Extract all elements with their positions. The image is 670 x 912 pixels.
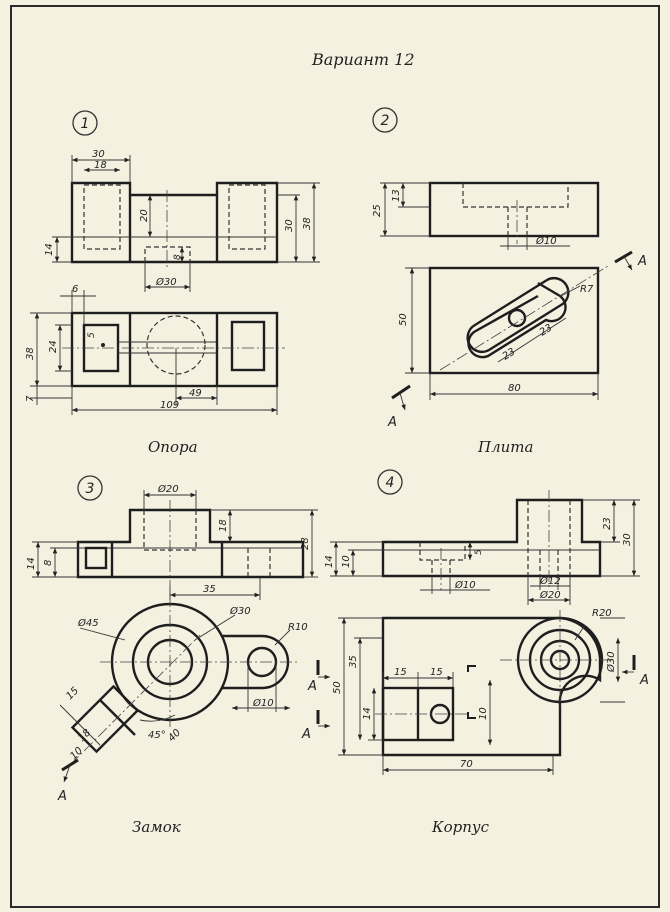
svg-text:23: 23 [602,517,613,530]
variant-2-front-view [428,181,600,244]
svg-text:109: 109 [160,400,179,411]
variant-1-front-view [70,181,279,270]
svg-text:Ø10: Ø10 [535,235,557,247]
variant-3-section-marks: A [57,758,79,804]
svg-text:30: 30 [92,149,105,160]
svg-text:A: A [387,415,397,430]
svg-text:18: 18 [76,727,93,744]
svg-text:14: 14 [44,243,55,256]
variant-1-front-dims: 30 18 20 8 30 38 14 Ø30 [44,149,320,292]
svg-text:5: 5 [87,332,97,338]
svg-text:20: 20 [139,209,150,222]
svg-text:38: 38 [25,347,36,360]
svg-text:Ø30: Ø30 [605,651,617,673]
caption-variant-1: Опора [148,438,198,456]
variant-4-section-marks: A A A [301,655,649,742]
svg-text:5: 5 [474,549,484,555]
svg-text:R7: R7 [580,284,594,295]
variant-2-section-marks: A A [387,250,647,430]
svg-text:Ø10: Ø10 [454,579,476,591]
svg-text:Ø30: Ø30 [229,605,251,617]
sheet-title: Вариант 12 [312,50,415,69]
svg-text:R20: R20 [592,608,612,619]
svg-text:8: 8 [173,254,183,260]
svg-text:4: 4 [386,475,395,491]
svg-text:R10: R10 [288,622,308,633]
variant-4-front-dims: 23 30 14 10 5 Ø10 Ø12 Ø20 [324,499,640,605]
svg-text:14: 14 [324,555,335,568]
svg-text:15: 15 [430,667,443,678]
variant-number-1: 1 [72,110,98,136]
caption-variant-2: Плита [478,438,534,456]
caption-variant-4: Корпус [432,818,490,836]
svg-text:13: 13 [391,189,402,202]
svg-text:A: A [301,727,311,742]
svg-text:50: 50 [398,313,409,326]
svg-text:Ø12: Ø12 [539,575,561,587]
svg-text:Ø20: Ø20 [157,483,179,495]
svg-text:2: 2 [381,113,390,129]
svg-text:50: 50 [332,681,343,694]
caption-variant-3: Замок [132,818,181,836]
sheet-frame [10,5,660,908]
variant-1-top-dims: 6 24 5 38 7 49 109 [25,284,278,415]
svg-text:49: 49 [189,388,202,399]
svg-text:35: 35 [348,655,359,668]
svg-text:14: 14 [362,707,373,720]
svg-text:1: 1 [81,116,90,132]
svg-text:6: 6 [72,284,78,295]
svg-text:25: 25 [372,204,383,217]
svg-text:10: 10 [341,555,352,568]
svg-text:35: 35 [203,584,216,595]
svg-text:A: A [639,673,649,688]
svg-text:30: 30 [622,533,633,546]
variant-3-top-view [69,595,300,766]
variant-4-top-dims: R20 50 35 14 15 15 10 Ø30 [332,608,625,775]
svg-text:7: 7 [25,395,36,402]
svg-text:Ø10: Ø10 [252,697,274,709]
svg-text:A: A [637,254,647,269]
svg-text:15: 15 [394,667,407,678]
svg-text:14: 14 [26,557,37,570]
variant-3-front-dims: Ø20 18 28 14 8 35 [26,483,318,600]
variant-number-2: 2 [372,107,398,133]
svg-text:15: 15 [64,685,81,702]
variant-2-top-view [428,265,609,375]
svg-text:A: A [57,789,67,804]
svg-text:38: 38 [302,217,313,230]
svg-text:70: 70 [460,759,473,770]
svg-text:30: 30 [284,219,295,232]
svg-text:23: 23 [501,346,518,362]
svg-text:24: 24 [48,340,59,353]
variant-2-front-dims: 25 13 Ø10 [372,182,570,250]
variant-1-top-view [62,311,285,388]
svg-text:40: 40 [166,727,183,744]
variant-number-3: 3 [77,475,103,501]
variant-4-front-view [381,490,602,590]
svg-text:18: 18 [218,519,229,532]
variant-4-top-view [375,610,615,757]
svg-text:8: 8 [43,560,54,566]
variant-3-top-dims: Ø45 Ø30 R10 Ø10 15 18 10 45° 40 [59,605,308,762]
svg-text:45°: 45° [148,730,166,741]
variant-number-4: 4 [377,469,403,495]
variant-3-front-view [76,500,305,585]
svg-text:Ø20: Ø20 [539,589,561,601]
svg-text:80: 80 [508,383,521,394]
svg-text:Ø30: Ø30 [155,276,177,288]
svg-text:Ø45: Ø45 [77,617,99,629]
svg-text:3: 3 [86,481,95,497]
svg-text:10: 10 [478,707,489,720]
svg-text:18: 18 [94,160,107,171]
svg-text:A: A [307,679,317,694]
svg-text:28: 28 [300,537,311,550]
